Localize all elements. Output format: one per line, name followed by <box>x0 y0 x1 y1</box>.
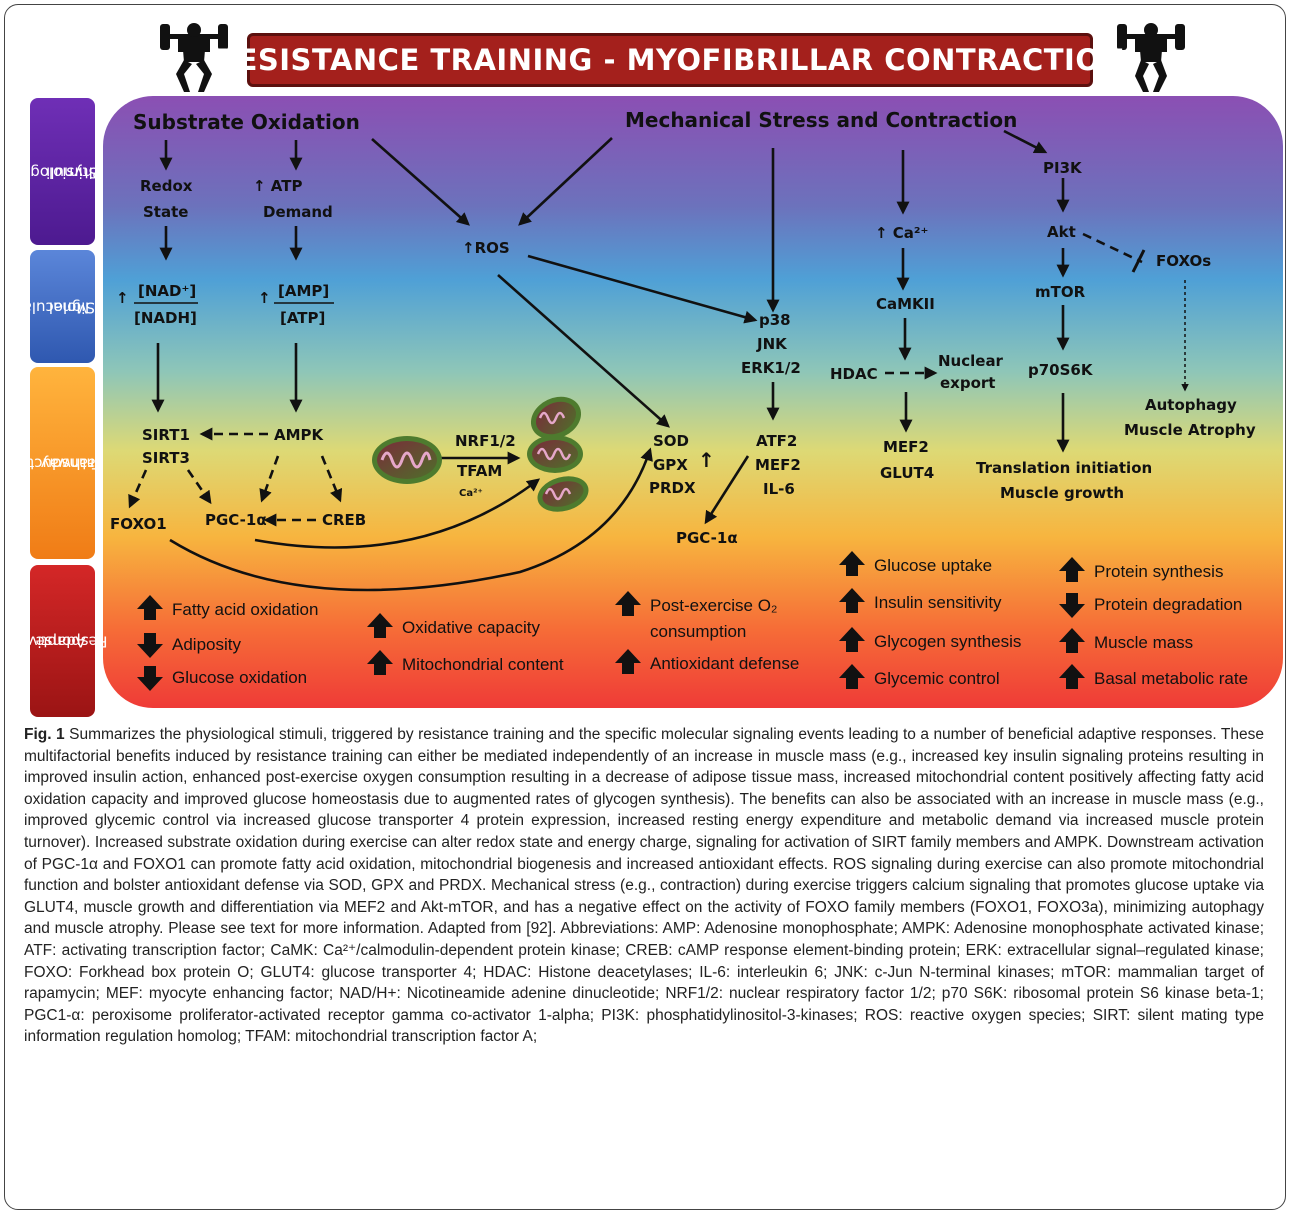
adaptive-response-label: Adiposity <box>172 635 241 654</box>
down-arrow-icon <box>1059 593 1085 618</box>
node-redox-state: State <box>143 203 188 221</box>
node-muscle-growth: Muscle growth <box>1000 484 1124 502</box>
up-arrow-icon <box>615 649 641 674</box>
node-translation-initiation: Translation initiation <box>976 459 1152 477</box>
node-sirt1: SIRT1 <box>142 426 190 444</box>
down-arrow-icon <box>137 666 163 691</box>
nad-up-arrow: ↑ <box>116 289 129 307</box>
adaptive-response-label: Oxidative capacity <box>402 618 540 637</box>
node-pgc1a-mid: PGC-1α <box>676 529 738 547</box>
node-redox: Redox <box>140 177 193 195</box>
node-foxo1: FOXO1 <box>110 515 167 533</box>
up-arrow-icon <box>839 627 865 652</box>
adaptive-response-label: Glucose oxidation <box>172 668 307 687</box>
node-prdx: PRDX <box>649 479 696 497</box>
weightlifter-icon-right <box>1117 23 1185 92</box>
title-banner: RESISTANCE TRAINING - MYOFIBRILLAR CONTR… <box>215 33 1125 87</box>
up-arrow-icon <box>839 551 865 576</box>
node-il6: IL-6 <box>763 480 795 498</box>
node-pgc1a-left: PGC-1α <box>205 511 267 529</box>
node-foxos: FOXOs <box>1156 252 1211 270</box>
up-arrow-icon <box>615 591 641 616</box>
up-arrow-icon <box>367 613 393 638</box>
node-ros: ↑ROS <box>462 239 510 257</box>
node-nuclear: Nuclear <box>938 352 1004 370</box>
node-muscle-atrophy: Muscle Atrophy <box>1124 421 1256 439</box>
node-tfam: TFAM <box>457 462 502 480</box>
node-p70s6k: p70S6K <box>1028 361 1094 379</box>
figure-caption: Fig. 1 Summarizes the physiological stim… <box>24 724 1264 1048</box>
sod-up-arrow: ↑ <box>698 448 715 472</box>
node-akt: Akt <box>1047 223 1076 241</box>
adaptive-response-label: Protein degradation <box>1094 595 1242 614</box>
caption-text: Summarizes the physiological stimuli, tr… <box>24 726 1264 1046</box>
node-nad: [NAD⁺] <box>138 282 196 300</box>
node-atp-ratio: [ATP] <box>280 309 325 327</box>
node-p38: p38 <box>759 311 791 329</box>
node-amp: [AMP] <box>278 282 329 300</box>
node-jnk: JNK <box>756 335 788 353</box>
up-arrow-icon <box>1059 557 1085 582</box>
adaptive-response-label: Glucose uptake <box>874 556 992 575</box>
node-autophagy: Autophagy <box>1145 396 1237 414</box>
node-sod: SOD <box>653 432 689 450</box>
node-ca-small: Ca²⁺ <box>459 488 483 499</box>
adaptive-response-label: Mitochondrial content <box>402 655 564 674</box>
up-arrow-icon <box>839 664 865 689</box>
node-gpx: GPX <box>653 456 688 474</box>
node-mef2-right: MEF2 <box>883 438 929 456</box>
weightlifter-icon-left <box>160 23 228 92</box>
adaptive-response-label: Antioxidant defense <box>650 654 799 673</box>
adaptive-response-label: Insulin sensitivity <box>874 593 1002 612</box>
node-ampk: AMPK <box>274 426 325 444</box>
node-erk: ERK1/2 <box>741 359 801 377</box>
node-pi3k: PI3K <box>1043 159 1083 177</box>
node-export: export <box>940 374 995 392</box>
pathway-diagram: Substrate Oxidation Mechanical Stress an… <box>110 108 1256 691</box>
adaptive-response-label: Muscle mass <box>1094 633 1193 652</box>
node-hdac: HDAC <box>830 365 878 383</box>
adaptive-response-label: Basal metabolic rate <box>1094 669 1248 688</box>
up-arrow-icon <box>839 588 865 613</box>
node-nrf: NRF1/2 <box>455 432 516 450</box>
adaptive-response-label: consumption <box>650 622 746 641</box>
amp-up-arrow: ↑ <box>258 289 271 307</box>
up-arrow-icon <box>1059 664 1085 689</box>
node-camkii: CaMKII <box>876 295 935 313</box>
node-mtor: mTOR <box>1035 283 1086 301</box>
inhibition-bar <box>1131 249 1146 273</box>
node-nadh: [NADH] <box>134 309 197 327</box>
node-mef2-mid: MEF2 <box>755 456 801 474</box>
node-atp-demand: Demand <box>263 203 333 221</box>
adaptive-response-label: Fatty acid oxidation <box>172 600 318 619</box>
node-glut4: GLUT4 <box>880 464 934 482</box>
node-creb: CREB <box>322 511 366 529</box>
node-sirt3: SIRT3 <box>142 449 190 467</box>
up-arrow-icon <box>137 595 163 620</box>
header-mechanical-stress: Mechanical Stress and Contraction <box>625 108 1017 132</box>
down-arrow-icon <box>137 633 163 658</box>
caption-label: Fig. 1 <box>24 726 65 743</box>
dashed-arrows <box>128 232 1143 527</box>
node-atf2: ATF2 <box>756 432 797 450</box>
up-arrow-icon <box>367 650 393 675</box>
adaptive-response-label: Glycogen synthesis <box>874 632 1021 651</box>
adaptive-response-label: Post-exercise O₂ <box>650 596 778 615</box>
up-arrow-icon <box>1059 628 1085 653</box>
solid-arrows <box>151 129 1070 592</box>
adaptive-response-label: Protein synthesis <box>1094 562 1223 581</box>
figure-frame <box>4 4 1286 1210</box>
node-atp: ↑ ATP <box>253 177 302 195</box>
mitochondria-icon <box>372 396 589 512</box>
header-substrate-oxidation: Substrate Oxidation <box>133 110 360 134</box>
adaptive-response-label: Glycemic control <box>874 669 1000 688</box>
node-ca-up: ↑ Ca²⁺ <box>875 224 928 242</box>
